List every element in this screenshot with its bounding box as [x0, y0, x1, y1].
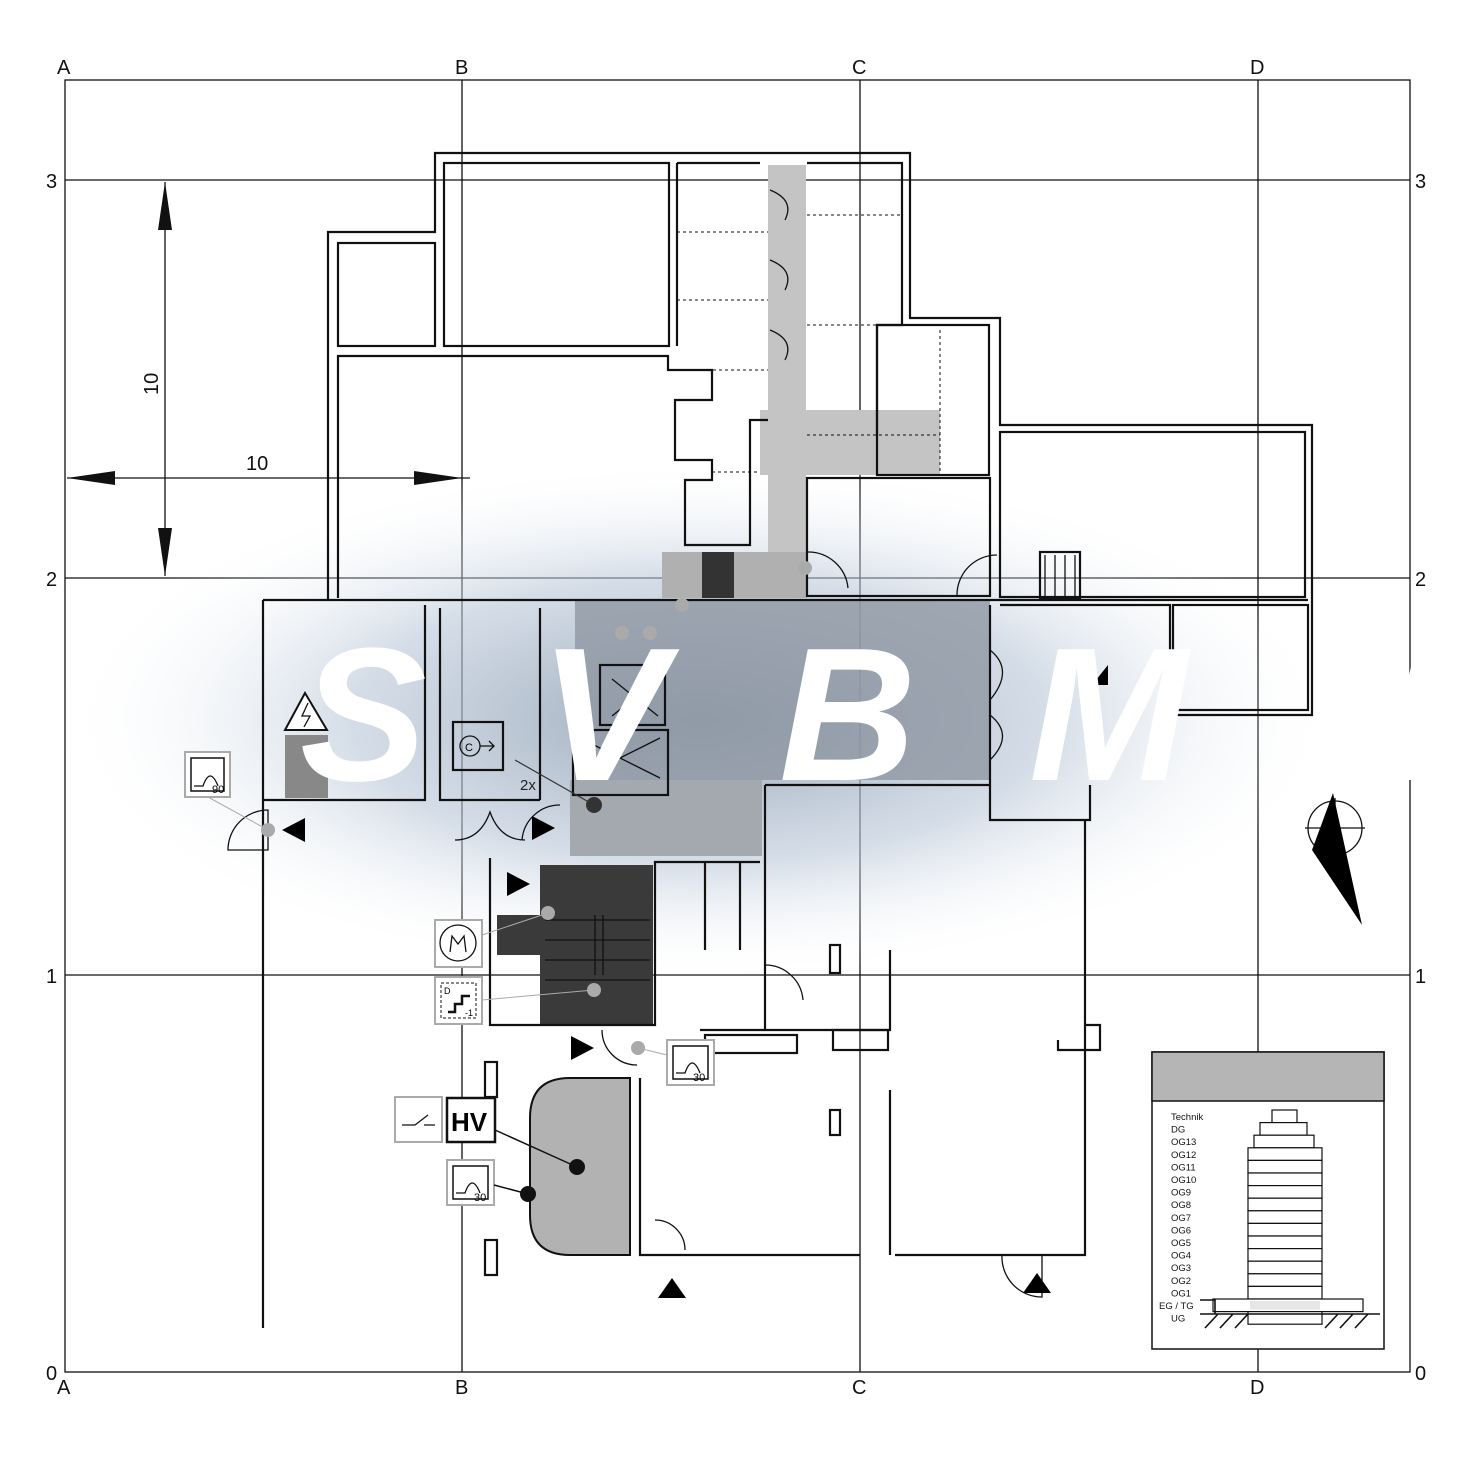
access-arrow-icon — [532, 816, 555, 840]
svg-text:0: 0 — [1415, 1363, 1426, 1385]
svg-text:3: 3 — [1415, 171, 1426, 193]
legend-floor-label: OG2 — [1171, 1276, 1191, 1287]
svg-text:A: A — [57, 1377, 71, 1399]
svg-text:1: 1 — [46, 966, 57, 988]
legend-floor-label: DG — [1171, 1125, 1185, 1136]
legend-floor-label: UG — [1171, 1314, 1185, 1325]
fire-symbols: 90 C 2x D -1 — [184, 561, 812, 1206]
main-switch-icon[interactable] — [394, 1096, 443, 1143]
legend-floor-label: OG7 — [1171, 1213, 1191, 1224]
access-arrow-icon — [507, 872, 530, 896]
legend-floor-label: OG12 — [1171, 1150, 1196, 1161]
grid-labels: A B C D A B C D 3 2 1 0 3 2 1 0 — [46, 57, 1426, 1399]
legend-floor-block — [1271, 1109, 1298, 1124]
legend-floor-label: OG10 — [1171, 1175, 1196, 1186]
svg-text:C: C — [852, 1377, 866, 1399]
legend-floor-label: OG5 — [1171, 1238, 1191, 1249]
svg-text:D: D — [444, 986, 451, 996]
svg-text:B: B — [455, 1377, 468, 1399]
legend-floor-label: EG / TG — [1159, 1301, 1194, 1312]
dimension-vertical: 10 — [141, 373, 163, 395]
legend-floor-label: OG13 — [1171, 1137, 1196, 1148]
svg-text:0: 0 — [46, 1363, 57, 1385]
svg-text:C: C — [465, 742, 473, 754]
hv-main-distribution-icon[interactable]: HV — [445, 1096, 585, 1175]
access-arrow-icon — [1092, 665, 1108, 685]
svg-text:90: 90 — [212, 784, 224, 796]
svg-text:B: B — [455, 57, 468, 79]
legend-floor-block — [1247, 1273, 1323, 1288]
ground-line — [1200, 1299, 1380, 1329]
access-arrow-icon — [1023, 1273, 1051, 1293]
fire-door-30-icon[interactable]: 30 — [446, 1159, 536, 1206]
watermark: S V B M H — [300, 609, 1467, 821]
legend-floor-block — [1247, 1247, 1323, 1262]
smoke-extraction-icon[interactable] — [434, 906, 555, 968]
svg-text:30: 30 — [474, 1192, 486, 1204]
svg-text:2: 2 — [1415, 569, 1426, 591]
legend-floor-block — [1253, 1134, 1315, 1149]
north-arrow-icon — [1305, 793, 1365, 925]
svg-text:-1: -1 — [465, 1008, 473, 1018]
legend-floor-label: OG9 — [1171, 1188, 1191, 1199]
legend-floor-block — [1247, 1184, 1323, 1199]
legend-floor-block — [1259, 1121, 1308, 1136]
svg-text:A: A — [57, 57, 71, 79]
dimension-horizontal: 10 — [246, 453, 268, 475]
stairwell-level-icon[interactable]: D -1 — [434, 976, 601, 1025]
svg-text:1: 1 — [1415, 966, 1426, 988]
access-arrow-icon — [571, 1036, 594, 1060]
legend-floor-label: OG1 — [1171, 1288, 1191, 1299]
svg-text:HV: HV — [451, 1107, 488, 1137]
fire-door-90-icon[interactable]: 90 — [184, 751, 275, 837]
access-arrow-icon — [658, 1278, 686, 1298]
fire-extinguisher-c-icon: C — [459, 735, 495, 757]
legend-floor-label: OG3 — [1171, 1263, 1191, 1274]
floor-legend: TechnikDGOG13OG12OG11OG10OG9OG8OG7OG6OG5… — [1151, 1051, 1385, 1350]
legend-floor-block — [1247, 1159, 1323, 1174]
svg-text:30: 30 — [693, 1072, 705, 1084]
legend-floor-block — [1247, 1210, 1323, 1225]
svg-text:3: 3 — [46, 171, 57, 193]
extinguisher-count: 2x — [520, 777, 536, 794]
shaded-areas — [285, 165, 990, 1256]
marker-dots — [615, 561, 812, 640]
legend-floor-label: OG8 — [1171, 1200, 1191, 1211]
building-walls — [227, 151, 1314, 1328]
legend-floor-label: OG6 — [1171, 1225, 1191, 1236]
svg-text:2: 2 — [46, 569, 57, 591]
dimension-lines: 10 10 — [67, 182, 470, 576]
svg-text:D: D — [1250, 57, 1264, 79]
legend-floor-label: OG11 — [1171, 1162, 1196, 1173]
legend-floor-label: OG4 — [1171, 1251, 1191, 1262]
legend-floor-block — [1247, 1235, 1323, 1250]
electric-hazard-icon — [283, 690, 329, 731]
svg-text:D: D — [1250, 1377, 1264, 1399]
legend-floor-label: Technik — [1171, 1112, 1203, 1123]
access-arrows — [282, 665, 1108, 1298]
current-floor-highlight — [1250, 1301, 1320, 1310]
legend-floor-block — [1247, 1197, 1323, 1212]
legend-floor-block — [1247, 1285, 1323, 1300]
legend-floor-block — [1247, 1147, 1323, 1162]
fire-door-30-icon[interactable]: 30 — [631, 1039, 715, 1086]
legend-floor-block — [1247, 1222, 1323, 1237]
svg-text:C: C — [852, 57, 866, 79]
legend-floor-block — [1247, 1260, 1323, 1275]
legend-floor-block — [1247, 1172, 1323, 1187]
access-arrow-icon — [282, 818, 305, 842]
